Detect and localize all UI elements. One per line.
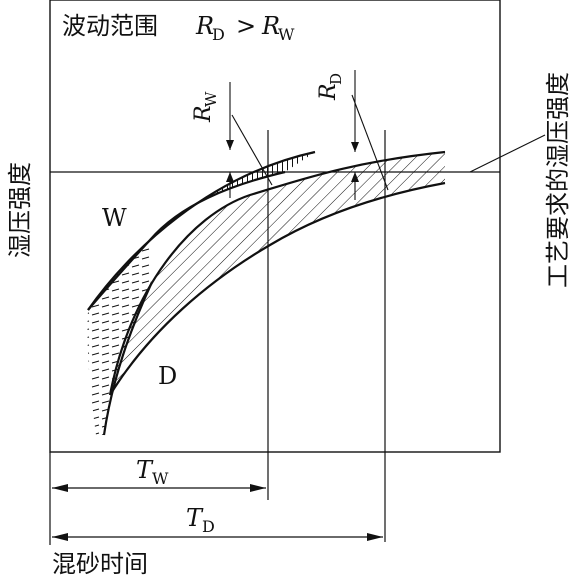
- rw-arrowhead-top: [226, 140, 234, 150]
- title-gt: >: [236, 12, 256, 40]
- rd-arrowhead-bottom: [351, 172, 359, 182]
- rw-label: R W: [191, 91, 220, 123]
- tw-label-sub: W: [152, 469, 169, 488]
- title-text: 波动范围: [62, 12, 158, 40]
- w-band-label: W: [102, 204, 127, 232]
- plot-frame: [49, 0, 501, 453]
- d-band-region: [110, 152, 445, 395]
- x-axis-label: 混砂时间: [52, 550, 148, 578]
- rw-label-letter: R: [191, 105, 216, 123]
- tw-label-letter: T: [136, 456, 154, 484]
- rd-arrowhead-top: [351, 142, 359, 152]
- tw-arrowhead-left: [52, 484, 68, 492]
- title-r-w: R: [261, 12, 280, 40]
- y-axis-label: 湿压强度: [6, 162, 34, 258]
- rd-leader-line: [351, 94, 389, 191]
- w-band-upper-curve: [87, 150, 316, 311]
- title-r-d: R: [195, 12, 214, 40]
- rd-label-letter: R: [316, 83, 341, 101]
- tw-arrowhead-right: [250, 484, 266, 492]
- w-band-tail-region: [87, 240, 152, 435]
- td-label-letter: T: [186, 504, 204, 532]
- title-r-w-sub: W: [278, 25, 295, 44]
- rw-leader-line: [231, 114, 273, 186]
- td-arrowhead-left: [52, 533, 68, 541]
- requirement-leader-line: [469, 134, 546, 173]
- d-band-lower-curve: [109, 181, 446, 396]
- title-r-d-sub: D: [212, 25, 225, 44]
- requirement-label: 工艺要求的湿压强度: [544, 72, 572, 288]
- w-band-tail-curve: [102, 281, 154, 436]
- td-arrowhead-right: [367, 533, 383, 541]
- rw-arrowhead-bottom: [226, 172, 234, 182]
- d-band-label: D: [158, 362, 177, 390]
- td-label-sub: D: [202, 517, 215, 536]
- rd-label-sub: D: [327, 73, 345, 85]
- rd-label: R D: [316, 73, 345, 101]
- rw-label-sub: W: [202, 91, 220, 107]
